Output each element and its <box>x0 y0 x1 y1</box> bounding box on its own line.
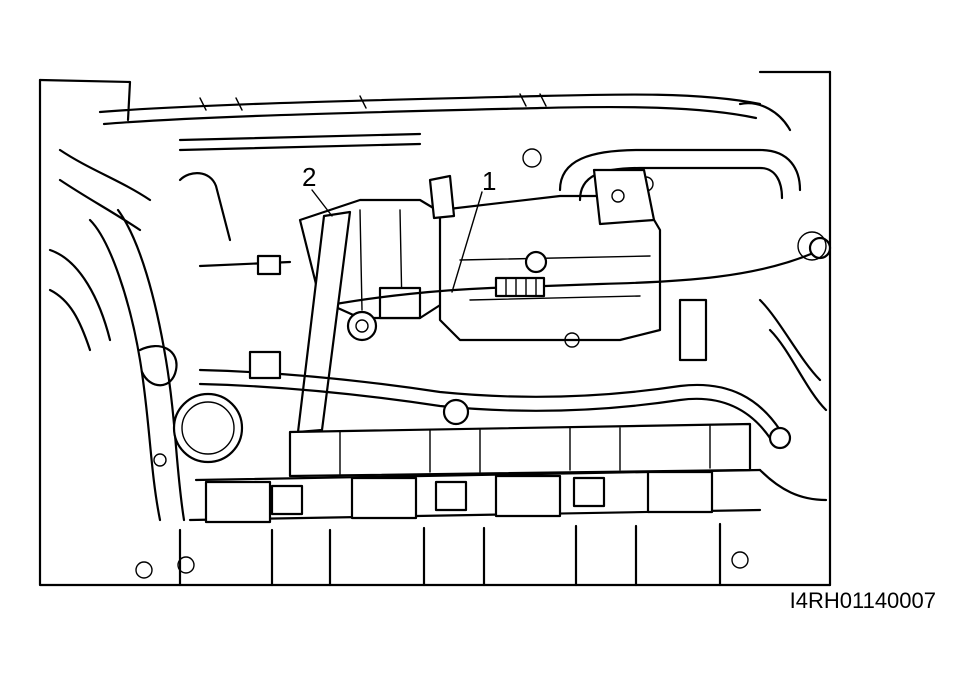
middle-wiring-harness <box>198 298 792 450</box>
upper-wiring-harness <box>98 93 792 152</box>
callout-2-label: 2 <box>302 162 316 192</box>
upper-right-hoses <box>558 148 802 226</box>
intake-manifold <box>428 148 662 348</box>
compartment-outline <box>38 70 832 587</box>
reservoir-cap <box>172 392 244 464</box>
coil-connectors <box>204 470 714 524</box>
right-side-fender <box>758 231 828 502</box>
callout-leaders <box>311 189 483 293</box>
figure-code: I4RH01140007 <box>790 588 936 613</box>
accelerator-cable <box>328 236 832 307</box>
lower-engine-block <box>135 453 749 587</box>
callout-1-label: 1 <box>482 166 496 196</box>
left-hoses <box>48 148 186 522</box>
